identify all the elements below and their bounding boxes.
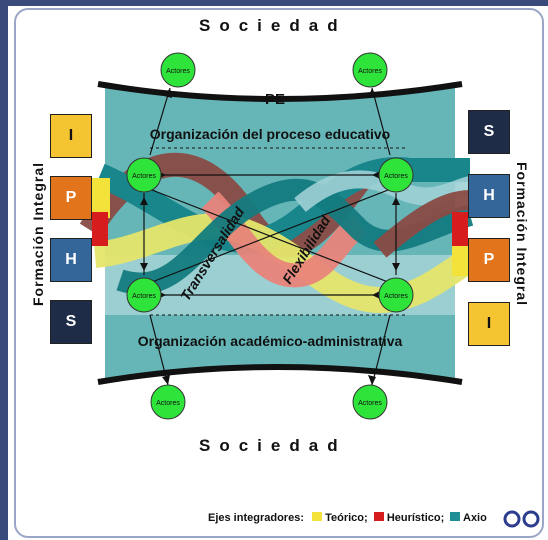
box-letter: S [65, 313, 77, 330]
right-box-S: S [468, 110, 510, 154]
right-box-H: H [468, 174, 510, 218]
legend: Ejes integradores: Teórico; Heurístico; … [208, 512, 487, 524]
legend-item-axiological: Axio [463, 512, 487, 524]
box-letter: P [483, 251, 495, 268]
tube-bottom-curve [97, 364, 463, 385]
actor-connectors [143, 87, 397, 386]
box-letter: H [65, 251, 77, 268]
right-box-I: I [468, 302, 510, 346]
actor-top-left [160, 52, 196, 88]
actor-mid-upper-right [378, 157, 414, 193]
upper-org-label: Organización del proceso educativo [150, 126, 390, 142]
actor-label: Actores [358, 68, 382, 75]
actor-label: Actores [358, 400, 382, 407]
bottom-society-label: Sociedad [199, 436, 347, 455]
right-formation-label: Formación Integral [514, 161, 530, 307]
box-letter: I [68, 127, 74, 144]
box-letter: I [486, 315, 492, 332]
actor-label: Actores [132, 173, 156, 180]
lower-org-label: Organización académico-administrativa [138, 333, 403, 349]
actor-label: Actores [384, 293, 408, 300]
legend-swatch-theoretical [312, 512, 323, 521]
left-strip-red [92, 212, 108, 246]
left-box-P: P [50, 176, 92, 220]
actor-label: Actores [156, 400, 180, 407]
legend-swatch-axiological [450, 512, 461, 521]
left-strip-yellow [92, 178, 110, 218]
top-society-label: Sociedad [199, 16, 347, 35]
box-letter: H [483, 187, 495, 204]
right-strip-red [452, 212, 468, 246]
window-frame-left [0, 0, 8, 540]
actor-label: Actores [384, 173, 408, 180]
left-box-S: S [50, 300, 92, 344]
actor-bottom-left [150, 384, 186, 420]
right-strip-yellow [452, 246, 468, 276]
legend-item-heuristic: Heurístico; [386, 512, 445, 524]
left-box-I: I [50, 114, 92, 158]
left-box-H: H [50, 238, 92, 282]
tube-top-curve [97, 81, 463, 102]
legend-swatch-heuristic [373, 512, 384, 521]
actor-mid-lower-left [126, 277, 162, 313]
box-letter: P [65, 189, 77, 206]
actor-label: Actores [132, 293, 156, 300]
actor-mid-upper-left [126, 157, 162, 193]
box-letter: S [483, 123, 495, 140]
rings-logo [503, 510, 540, 528]
band-brown-right [373, 190, 471, 258]
actor-bottom-right [352, 384, 388, 420]
window-frame-top [8, 0, 548, 6]
legend-item-theoretical: Teórico; [325, 512, 368, 524]
left-formation-label: Formación Integral [30, 161, 46, 307]
legend-title: Ejes integradores: [208, 512, 304, 524]
actor-mid-lower-right [378, 277, 414, 313]
actor-top-right [352, 52, 388, 88]
actor-label: Actores [166, 68, 190, 75]
pe-label: PE [265, 91, 285, 108]
right-box-P: P [468, 238, 510, 282]
